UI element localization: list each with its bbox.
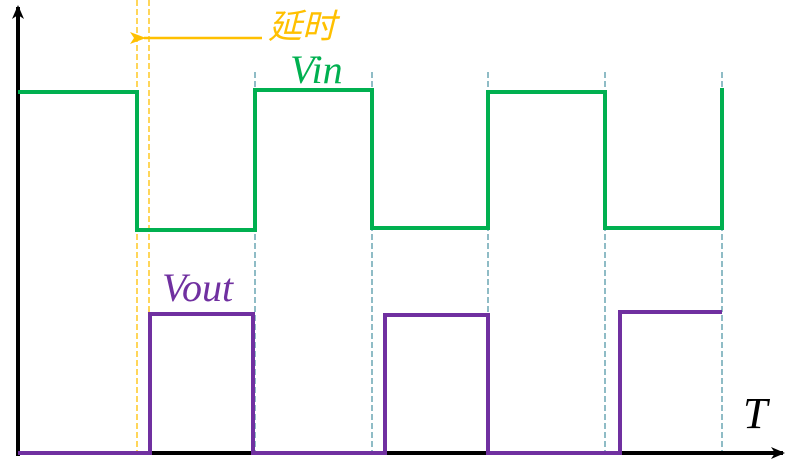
vin-label: Vin	[290, 47, 343, 92]
vout-label: Vout	[162, 265, 234, 310]
vin-waveform	[18, 88, 724, 232]
delay-label: 延时	[268, 7, 336, 47]
time-axis-label: T	[743, 389, 768, 438]
vout-waveform	[18, 310, 722, 455]
